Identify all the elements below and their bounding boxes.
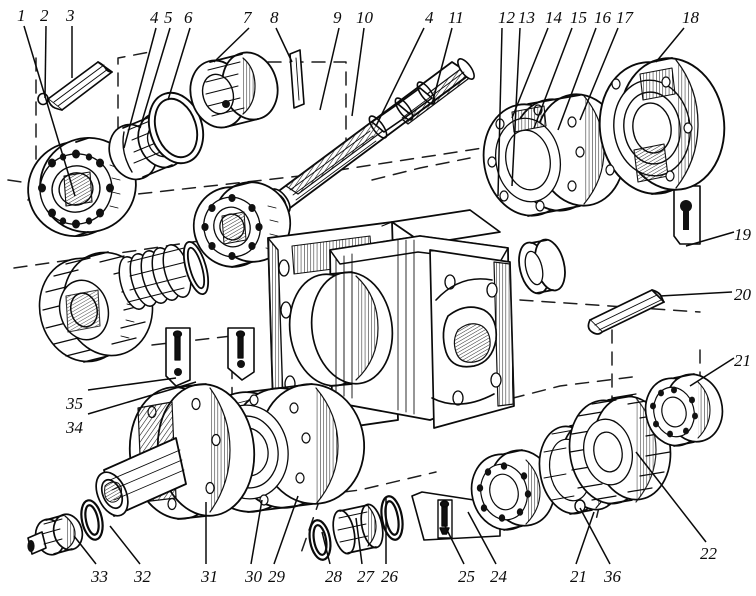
leader-21 <box>575 511 595 565</box>
part-bearing-cover-flange <box>598 57 726 195</box>
leader-36 <box>579 507 611 565</box>
part-woodruff-key <box>289 49 305 109</box>
part-bushing-sleeve <box>332 503 384 555</box>
callout-13: 13 <box>518 8 535 27</box>
part-ring-left <box>182 240 210 296</box>
callout-27: 27 <box>357 567 374 586</box>
callout-10: 10 <box>356 8 373 27</box>
callout-25: 25 <box>458 567 475 586</box>
part-cylindrical-pin <box>47 61 113 111</box>
callout-22: 22 <box>700 544 717 563</box>
part-oil-seal-ring <box>518 238 566 295</box>
part-retaining-ring <box>147 91 205 165</box>
bearing-balls <box>38 149 114 229</box>
callout-35: 35 <box>66 394 83 413</box>
callout-6: 6 <box>184 8 193 27</box>
callout-4: 4 <box>425 8 434 27</box>
callout-15: 15 <box>570 8 587 27</box>
leader-22 <box>635 451 707 543</box>
part-spur-gear-right <box>568 393 672 505</box>
part-ball-bearing-large <box>27 136 137 238</box>
leader-30 <box>250 499 263 565</box>
leader-33 <box>73 535 97 565</box>
callout-33: 33 <box>91 567 108 586</box>
leader-16 <box>557 27 597 131</box>
callout-19: 19 <box>734 225 751 244</box>
callout-8: 8 <box>270 8 279 27</box>
leader-17 <box>579 27 619 121</box>
part-castellated-nut <box>27 513 84 556</box>
leader-27 <box>355 517 363 565</box>
leader-9 <box>319 27 340 111</box>
leader-28 <box>321 531 331 565</box>
callout-28: 28 <box>325 567 342 586</box>
leader-21 <box>689 357 735 387</box>
leader-19 <box>685 231 735 247</box>
callout-17: 17 <box>616 8 633 27</box>
leader-8 <box>275 27 293 63</box>
callout-36: 36 <box>604 567 621 586</box>
part-gearbox-housing <box>267 209 515 439</box>
part-stud-bolt-bracket-35 <box>165 327 191 387</box>
callout-26: 26 <box>381 567 398 586</box>
callout-11: 11 <box>448 8 464 27</box>
callout-3: 3 <box>66 6 75 25</box>
leader-2 <box>44 25 47 99</box>
leader-15 <box>533 27 573 129</box>
leader-32 <box>109 525 141 565</box>
leader-4 <box>123 27 157 149</box>
leader-7 <box>213 27 250 63</box>
part-small-detail-36 <box>574 499 586 513</box>
callout-31: 31 <box>201 567 218 586</box>
part-ball-bearing-far-right <box>644 373 724 447</box>
part-wheel-hub-flange <box>95 383 256 520</box>
leader-10 <box>351 27 365 117</box>
callout-5: 5 <box>164 8 173 27</box>
part-dowel-pin <box>587 289 665 335</box>
leader-35 <box>87 377 177 391</box>
leader-11 <box>431 27 453 105</box>
part-o-ring-hub <box>80 499 104 541</box>
leader-20 <box>659 291 733 297</box>
callout-18: 18 <box>682 8 699 27</box>
callout-4: 4 <box>150 8 159 27</box>
part-o-ring-28 <box>308 519 332 561</box>
part-ball-bearing-br1 <box>470 449 556 531</box>
callout-7: 7 <box>243 8 252 27</box>
callout-24: 24 <box>490 567 507 586</box>
part-spring-washer-stack <box>118 244 192 310</box>
callout-16: 16 <box>594 8 611 27</box>
part-stud-bolt-bracket-34 <box>227 327 255 381</box>
part-splined-collar <box>189 51 279 129</box>
leader-5 <box>139 27 171 129</box>
leader-14 <box>511 27 549 119</box>
callout-29: 29 <box>268 567 285 586</box>
callout-leader-lines <box>23 25 735 565</box>
callout-21: 21 <box>734 351 751 370</box>
leader-18 <box>655 27 685 63</box>
leader-4 <box>375 27 425 127</box>
callout-20: 20 <box>734 285 751 304</box>
callout-9: 9 <box>333 8 342 27</box>
leader-24 <box>467 511 497 565</box>
callout-30: 30 <box>245 567 262 586</box>
callout-1: 1 <box>17 6 26 25</box>
callout-14: 14 <box>545 8 562 27</box>
leader-34 <box>87 381 197 415</box>
callout-34: 34 <box>66 418 83 437</box>
callout-21: 21 <box>570 567 587 586</box>
leader-12 <box>497 27 503 197</box>
leader-6 <box>167 27 191 101</box>
leader-1 <box>23 25 76 197</box>
callout-32: 32 <box>134 567 151 586</box>
leader-25 <box>443 523 465 565</box>
callout-2: 2 <box>40 6 49 25</box>
part-keyhole-bracket <box>673 185 701 245</box>
callout-12: 12 <box>498 8 515 27</box>
leader-29 <box>273 495 299 565</box>
